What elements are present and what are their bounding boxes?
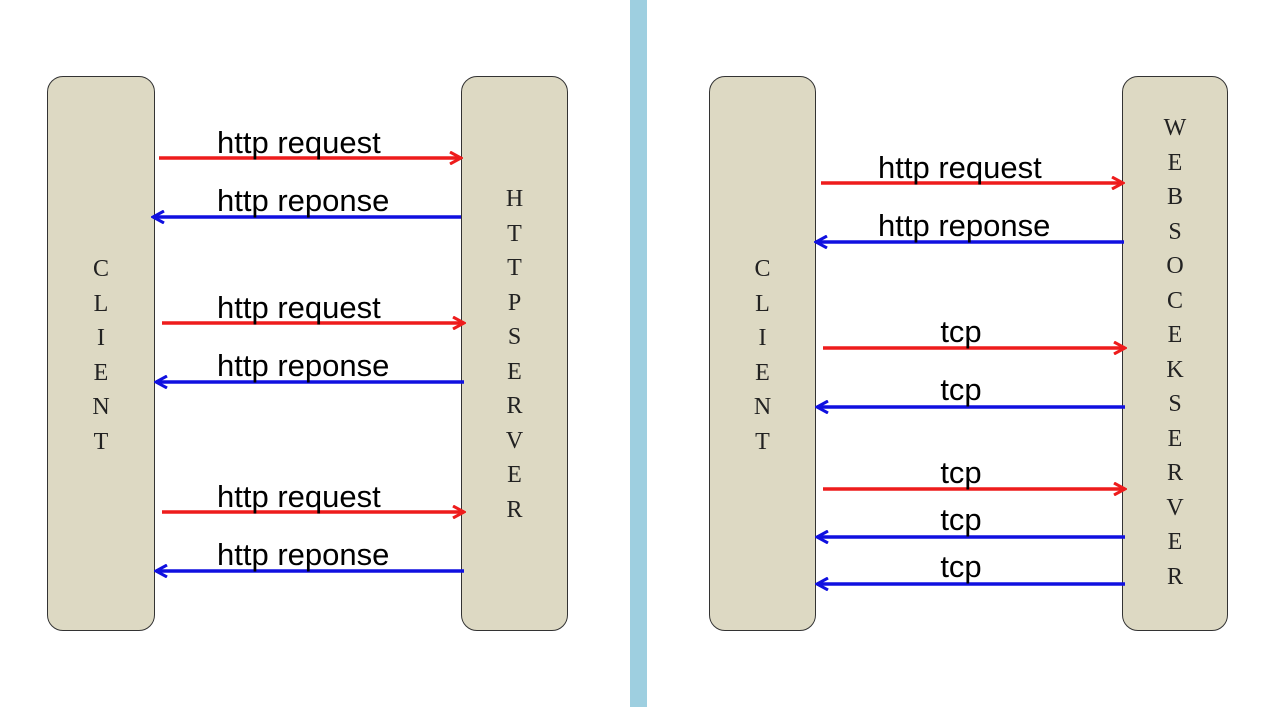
- label-letter: R: [506, 496, 523, 523]
- label-letter: T: [93, 428, 109, 455]
- right-message-label: tcp: [940, 314, 981, 349]
- right-message-label: http reponse: [878, 208, 1050, 243]
- label-letter: I: [758, 325, 767, 351]
- label-letter: E: [1167, 529, 1183, 555]
- label-letter: V: [505, 427, 524, 454]
- label-letter: R: [1166, 460, 1183, 486]
- label-letter: T: [755, 428, 770, 455]
- left-message-label: http request: [217, 479, 381, 514]
- label-letter: V: [1166, 494, 1184, 521]
- label-letter: R: [506, 393, 523, 419]
- left-message-label: http request: [217, 125, 381, 160]
- label-letter: E: [1167, 322, 1183, 348]
- label-letter: S: [507, 324, 522, 350]
- label-letter: E: [93, 359, 109, 386]
- left-message-label: http reponse: [217, 537, 389, 572]
- label-letter: E: [507, 358, 522, 385]
- label-letter: N: [753, 394, 772, 420]
- panel-divider: [630, 0, 647, 707]
- label-letter: E: [1167, 425, 1183, 452]
- right-message-label: tcp: [940, 455, 981, 490]
- left-message-label: http request: [217, 290, 381, 325]
- label-letter: L: [755, 290, 770, 317]
- label-letter: K: [1166, 356, 1184, 383]
- label-letter: E: [755, 359, 770, 386]
- label-letter: R: [1166, 563, 1183, 590]
- label-letter: P: [507, 289, 522, 316]
- label-letter: S: [1168, 218, 1182, 245]
- label-letter: W: [1163, 115, 1187, 141]
- label-letter: T: [507, 255, 522, 281]
- left-message-label: http reponse: [217, 348, 389, 383]
- label-letter: H: [505, 186, 524, 212]
- label-letter: E: [507, 462, 522, 488]
- label-letter: C: [1166, 287, 1183, 314]
- label-letter: L: [93, 290, 109, 317]
- label-letter: I: [97, 325, 105, 351]
- label-letter: S: [1168, 391, 1182, 417]
- right-message-label: tcp: [940, 372, 981, 407]
- label-letter: E: [1167, 149, 1183, 176]
- label-letter: B: [1166, 184, 1183, 210]
- right-message-label: http request: [878, 150, 1042, 185]
- left-message-label: http reponse: [217, 183, 389, 218]
- label-letter: N: [92, 394, 110, 420]
- right-message-label: tcp: [940, 502, 981, 537]
- label-letter: T: [507, 220, 522, 247]
- label-letter: O: [1166, 253, 1184, 279]
- label-letter: C: [92, 256, 109, 282]
- label-letter: C: [754, 256, 771, 282]
- right-message-label: tcp: [940, 549, 981, 584]
